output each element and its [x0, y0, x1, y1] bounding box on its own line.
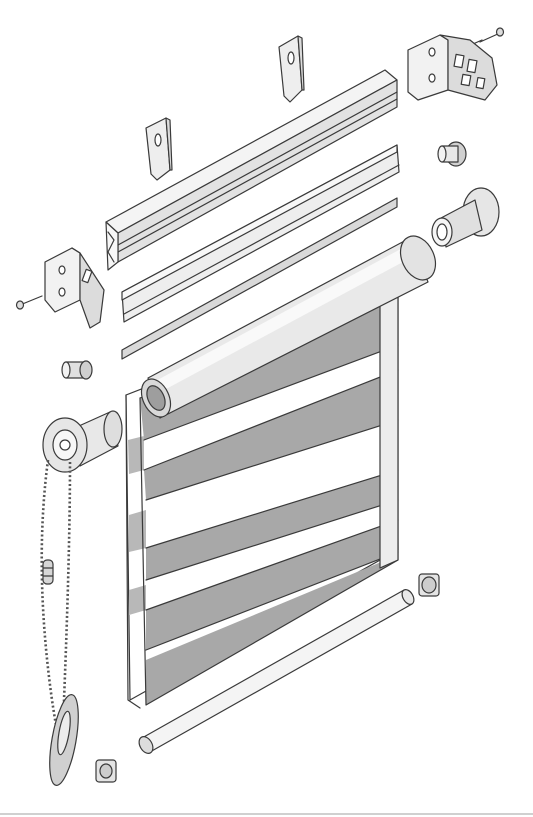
- bottom-bar-end-cap: [418, 573, 440, 597]
- fascia-profile: [121, 144, 400, 323]
- top-rail: [105, 69, 398, 271]
- tube-end-plug: [61, 360, 93, 380]
- tube-end-plug: [431, 187, 500, 248]
- end-bracket: [407, 34, 498, 101]
- bottom-bar: [138, 589, 415, 754]
- cover-strip: [121, 197, 398, 360]
- mounting-clip: [145, 117, 173, 181]
- screw: [15, 295, 43, 310]
- chain-stop: [42, 559, 54, 585]
- mounting-clip: [278, 35, 305, 103]
- screw: [472, 27, 505, 45]
- chain-weight: [49, 694, 79, 786]
- tube-end-plug: [437, 141, 467, 167]
- roller-tube: [140, 235, 437, 419]
- bottom-bar-end-cap: [95, 759, 117, 783]
- chain-control-unit: [42, 410, 123, 473]
- end-bracket: [44, 247, 105, 329]
